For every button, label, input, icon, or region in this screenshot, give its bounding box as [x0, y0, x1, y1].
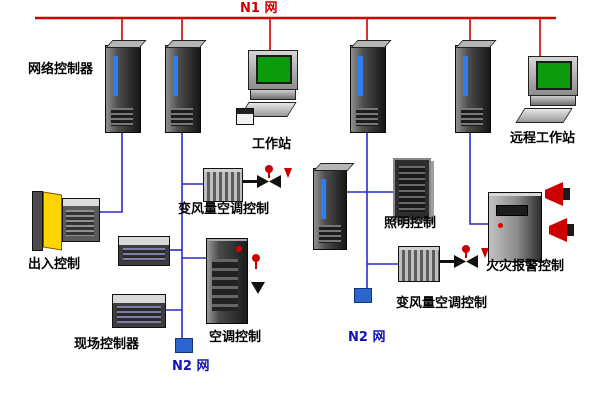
field-controller-box-2-icon [112, 294, 166, 328]
label-field-controller: 现场控制器 [74, 337, 140, 352]
n2-network-node-right [354, 288, 372, 303]
label-vav-control-top: 变风量空调控制 [178, 202, 270, 217]
controller-tower-4-icon [455, 45, 491, 133]
door-frame-icon [32, 191, 43, 251]
label-n1-network: N1 网 [240, 1, 278, 16]
controller-tower-3-icon [350, 45, 386, 133]
lighting-control-box-icon [393, 158, 431, 220]
workstation-icon [236, 50, 310, 130]
label-network-controller: 网络控制器 [28, 62, 94, 77]
label-lighting-control: 照明控制 [384, 216, 437, 231]
ac-sensor-icons [251, 254, 265, 294]
controller-tower-2-icon [165, 45, 201, 133]
label-remote-workstation: 远程工作站 [510, 131, 576, 146]
vav-controller-bottom-icon [398, 246, 440, 282]
label-ac-control: 空调控制 [209, 330, 262, 345]
lighting-controller-tower-icon [313, 168, 347, 250]
alarm-horn-icons [545, 182, 574, 242]
label-fire-alarm-control: 火灾报警控制 [486, 259, 565, 274]
tower-slot [173, 56, 178, 96]
unit-ridges [123, 248, 165, 261]
tower-vents [111, 108, 133, 126]
status-led [498, 223, 503, 228]
label-access-control: 出入控制 [28, 257, 81, 272]
tower-vents [319, 225, 341, 243]
door-panel-icon [43, 191, 62, 251]
monitor-screen [536, 61, 572, 90]
access-control-unit-icon [62, 198, 100, 242]
unit-ridges [66, 210, 94, 236]
monitor-icon [248, 50, 298, 90]
cabinet-panel [212, 259, 238, 311]
keyboard-icon [515, 108, 573, 123]
computer-case-icon [530, 95, 576, 106]
panel-slot [496, 205, 528, 216]
unit-ridges [117, 306, 161, 323]
tower-slot [321, 179, 326, 219]
label-workstation: 工作站 [252, 137, 292, 152]
tower-vents [171, 108, 193, 126]
monitor-icon [528, 56, 578, 96]
fire-alarm-panel-icon [488, 192, 542, 262]
valve-actuator-bottom-icon [440, 245, 489, 268]
tower-slot [113, 56, 118, 96]
label-vav-control-bottom: 变风量空调控制 [396, 296, 488, 311]
box-grille [399, 166, 425, 212]
wire-to-access-control [98, 131, 123, 213]
computer-case-icon [250, 89, 296, 100]
tower-vents [356, 108, 378, 126]
valve-actuator-top-icon [243, 165, 292, 188]
vav-controller-top-icon [203, 168, 243, 202]
label-n2-network-right: N2 网 [348, 330, 386, 345]
ac-control-cabinet-icon [206, 238, 248, 324]
network-controller-tower-icon [105, 45, 141, 133]
remote-workstation-icon [512, 56, 582, 136]
field-controller-box-1-icon [118, 236, 170, 266]
tower-vents [461, 108, 483, 126]
label-n2-network-left: N2 网 [172, 359, 210, 374]
status-led [236, 246, 242, 252]
printer-icon [236, 108, 254, 125]
n2-network-node-left [175, 338, 193, 353]
tower-slot [358, 56, 363, 96]
monitor-screen [256, 55, 292, 84]
wire-to-fire-alarm [469, 131, 488, 225]
tower-slot [463, 56, 468, 96]
